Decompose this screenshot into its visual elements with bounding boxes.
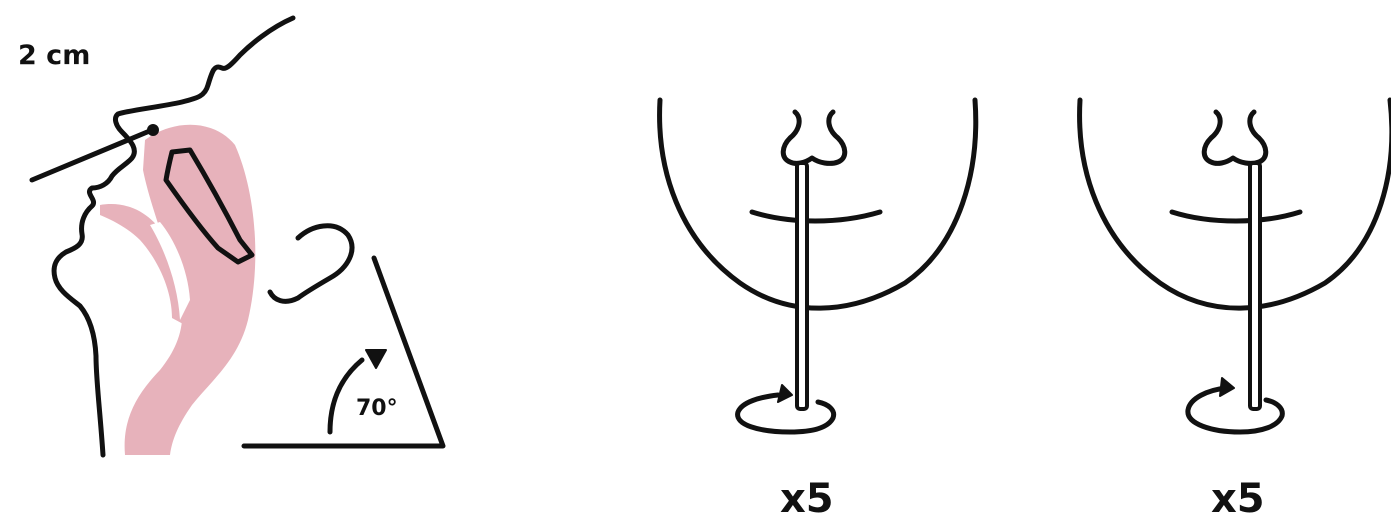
rotation-arrow [1188, 388, 1282, 432]
rotation-count-label: x5 [1211, 476, 1265, 522]
face-outline [1080, 100, 1391, 308]
rotation-count-label: x5 [780, 476, 834, 522]
nasal-airway [125, 125, 256, 455]
face-outline [660, 100, 976, 308]
ear [270, 226, 352, 302]
rotation-arrowhead [778, 385, 792, 402]
distance-label: 2 cm [18, 40, 90, 71]
rotation-arrow [738, 395, 834, 432]
swab-stick [797, 163, 807, 409]
front-view-left [660, 100, 976, 432]
swab-stick [1250, 163, 1260, 409]
side-view-head [32, 18, 443, 455]
nose [783, 112, 845, 163]
front-view-right [1080, 100, 1391, 432]
angle-label: 70° [356, 396, 398, 421]
mouth [752, 212, 880, 221]
angle-base-line [244, 258, 443, 446]
angle-arrowhead [366, 350, 386, 368]
rotation-arrowhead [1220, 378, 1234, 396]
nose [1204, 112, 1266, 163]
swab-tip [147, 124, 159, 136]
mouth [1172, 212, 1300, 221]
